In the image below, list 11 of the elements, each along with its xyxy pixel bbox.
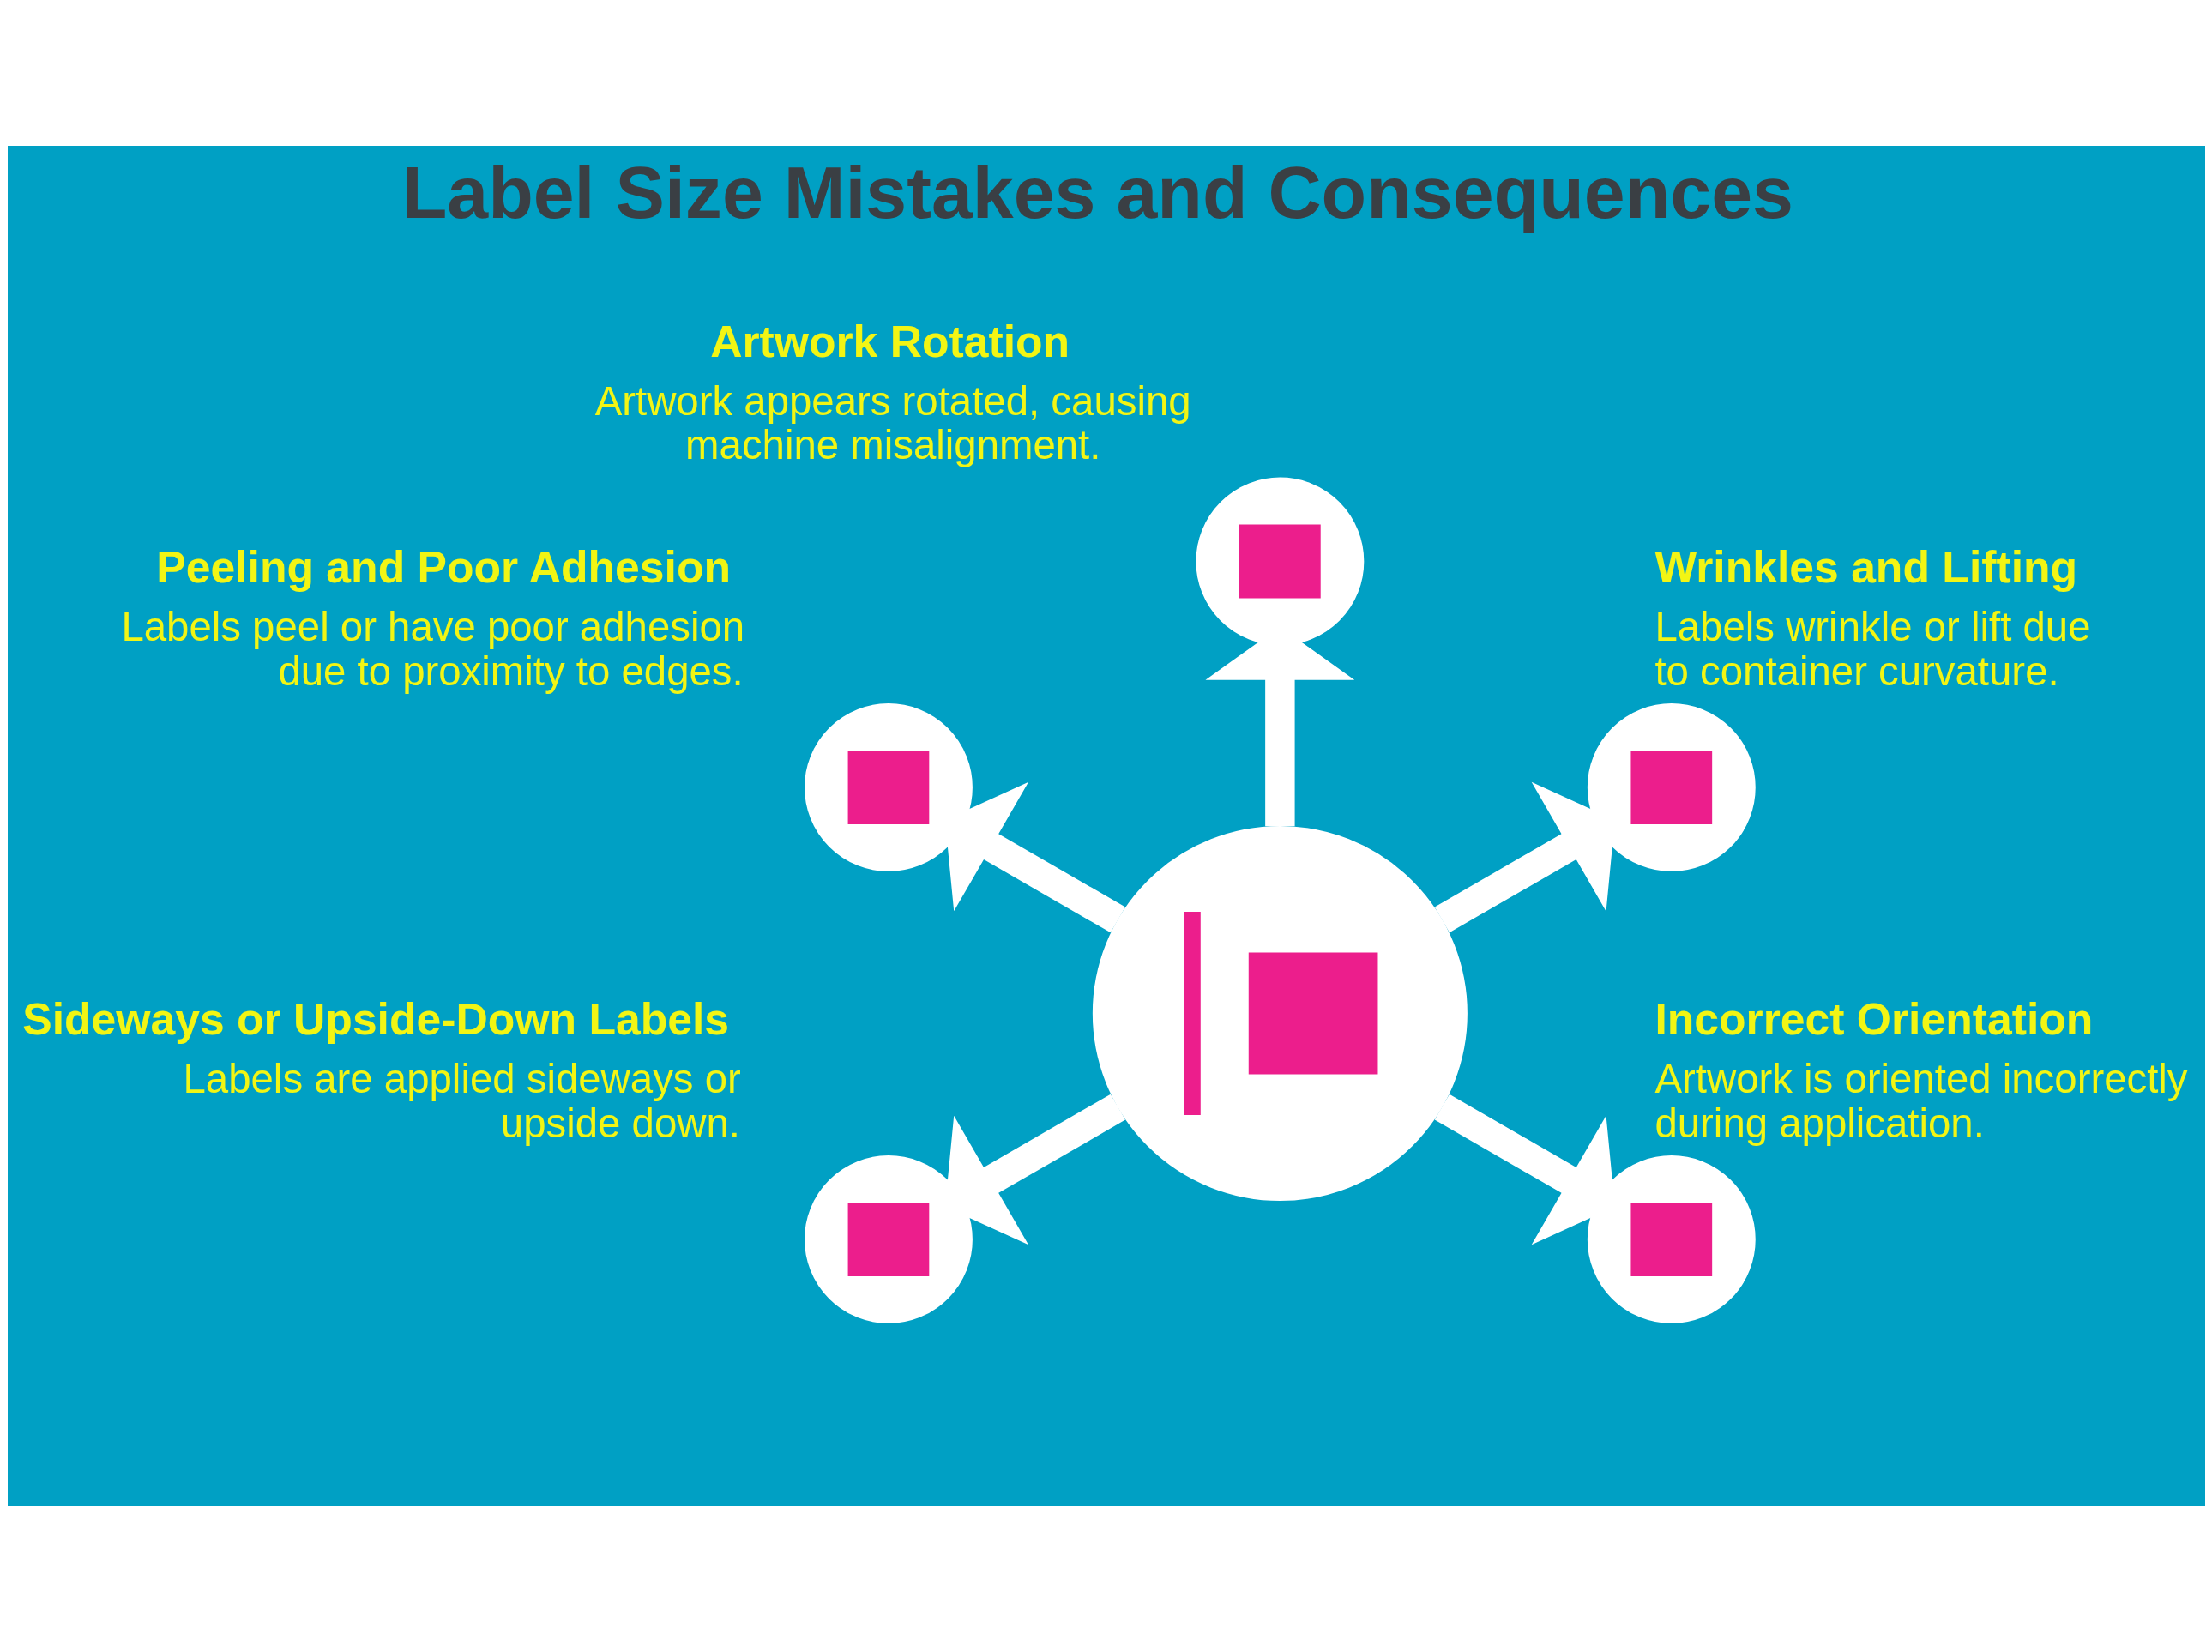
node-label: Sideways or Upside-Down Labels: [21, 994, 729, 1045]
node-label: Peeling and Poor Adhesion: [155, 542, 731, 593]
node-label: Artwork appears rotated, causing machine misalignment.: [594, 377, 1191, 468]
node-label: Wrinkles and Lifting: [1654, 542, 2077, 593]
node-label: Artwork is oriented incorrectly during application.: [1654, 1056, 2188, 1146]
node-label: Incorrect Orientation: [1654, 994, 2093, 1045]
diagram-title: Label Size Mistakes and Consequences: [401, 151, 1793, 234]
node-label: Artwork Rotation: [709, 316, 1070, 366]
node-label: Labels wrinkle or lift due to container curvature.: [1654, 604, 2090, 694]
node-label: Labels are applied sideways or upside down.: [183, 1056, 741, 1146]
node-label: Labels peel or have poor adhesion due to proximity to edges.: [120, 604, 744, 694]
